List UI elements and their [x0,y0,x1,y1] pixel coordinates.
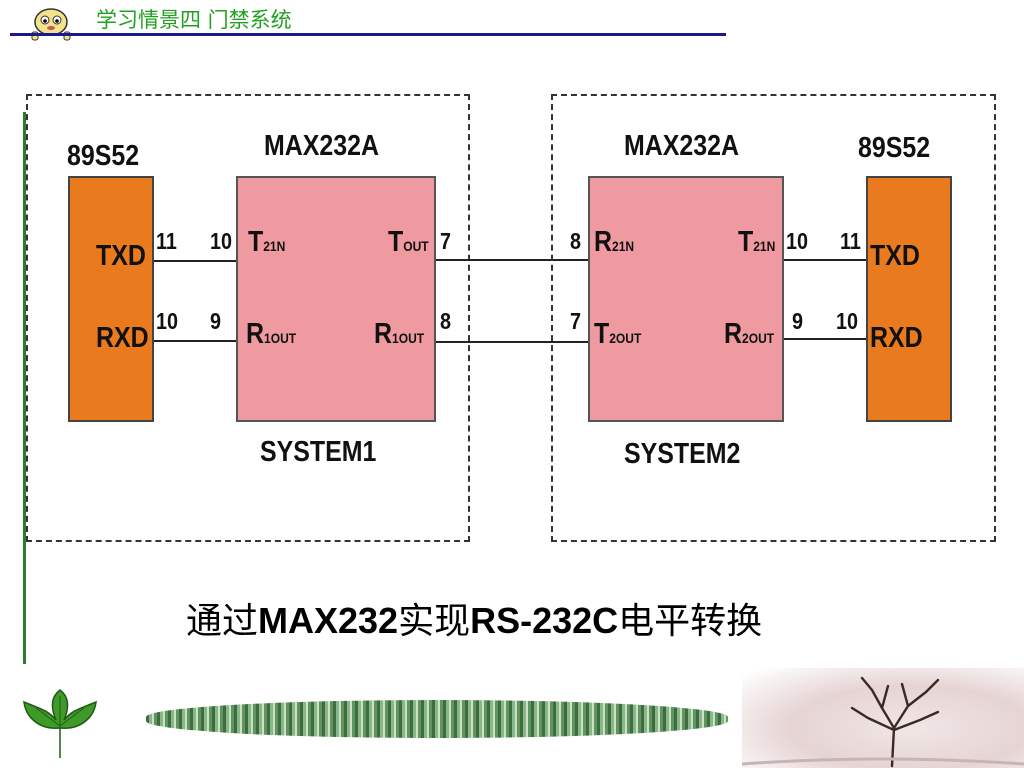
system1-txd: TXD [96,240,146,272]
left-rule [23,112,26,664]
cross-wire-top [436,259,588,261]
system1-r-out-pin: 9 [210,308,222,334]
system1-rxd-pin: 10 [156,308,179,334]
system2-r-in-pin: 8 [570,228,582,254]
system2-r-in-label: R21N [594,226,635,258]
system2-t-out-label: T2OUT [594,318,642,350]
system1-rx-wire [154,340,236,342]
caption: 通过MAX232实现RS-232C电平转换 [186,600,763,642]
system1-txd-pin: 11 [156,228,177,254]
system1-chip-label: 89S52 [67,140,140,172]
system2-t-out-pin: 7 [570,308,582,334]
header-title: 学习情景四 门禁系统 [96,8,292,32]
system2-chip-label: 89S52 [858,132,931,164]
system2-t-in-label: T21N [738,226,776,258]
system2-rx-wire [784,338,866,340]
system1-rxd: RXD [96,322,149,354]
system1-t-out-pin: 7 [440,228,452,254]
grass-strip [146,700,728,738]
system1-max-label: MAX232A [264,130,380,162]
system1-r-out-right-label: R1OUT [374,318,425,350]
system2-max-chip [588,176,784,422]
system2-frame [551,94,996,542]
system2-max-label: MAX232A [624,130,740,162]
system2-txd-pin: 11 [840,228,861,254]
system1-t-in-label: T21N [248,226,286,258]
system1-r-out-right-pin: 8 [440,308,452,334]
system1-r-out-label: R1OUT [246,318,297,350]
system1-frame [26,94,470,542]
header-rule [10,33,726,36]
leaf-icon [23,689,97,758]
system1-chip [68,176,154,422]
system2-rxd: RXD [870,322,923,354]
system2-chip [866,176,952,422]
system1-label: SYSTEM1 [260,436,377,468]
system1-max-chip [236,176,436,422]
system2-rxd-pin: 10 [836,308,859,334]
cross-wire-bottom [436,341,588,343]
system1-t-out-label: TOUT [388,226,429,258]
mascot-icon [31,8,71,41]
tree-icon [741,668,1024,768]
system1-t-in-pin: 10 [210,228,233,254]
system2-txd: TXD [870,240,920,272]
system2-tx-wire [784,259,866,261]
system2-r-out-label: R2OUT [724,318,775,350]
system2-r-out-pin: 9 [792,308,804,334]
system2-label: SYSTEM2 [624,438,741,470]
system1-tx-wire [154,260,236,262]
system2-t-in-pin: 10 [786,228,809,254]
